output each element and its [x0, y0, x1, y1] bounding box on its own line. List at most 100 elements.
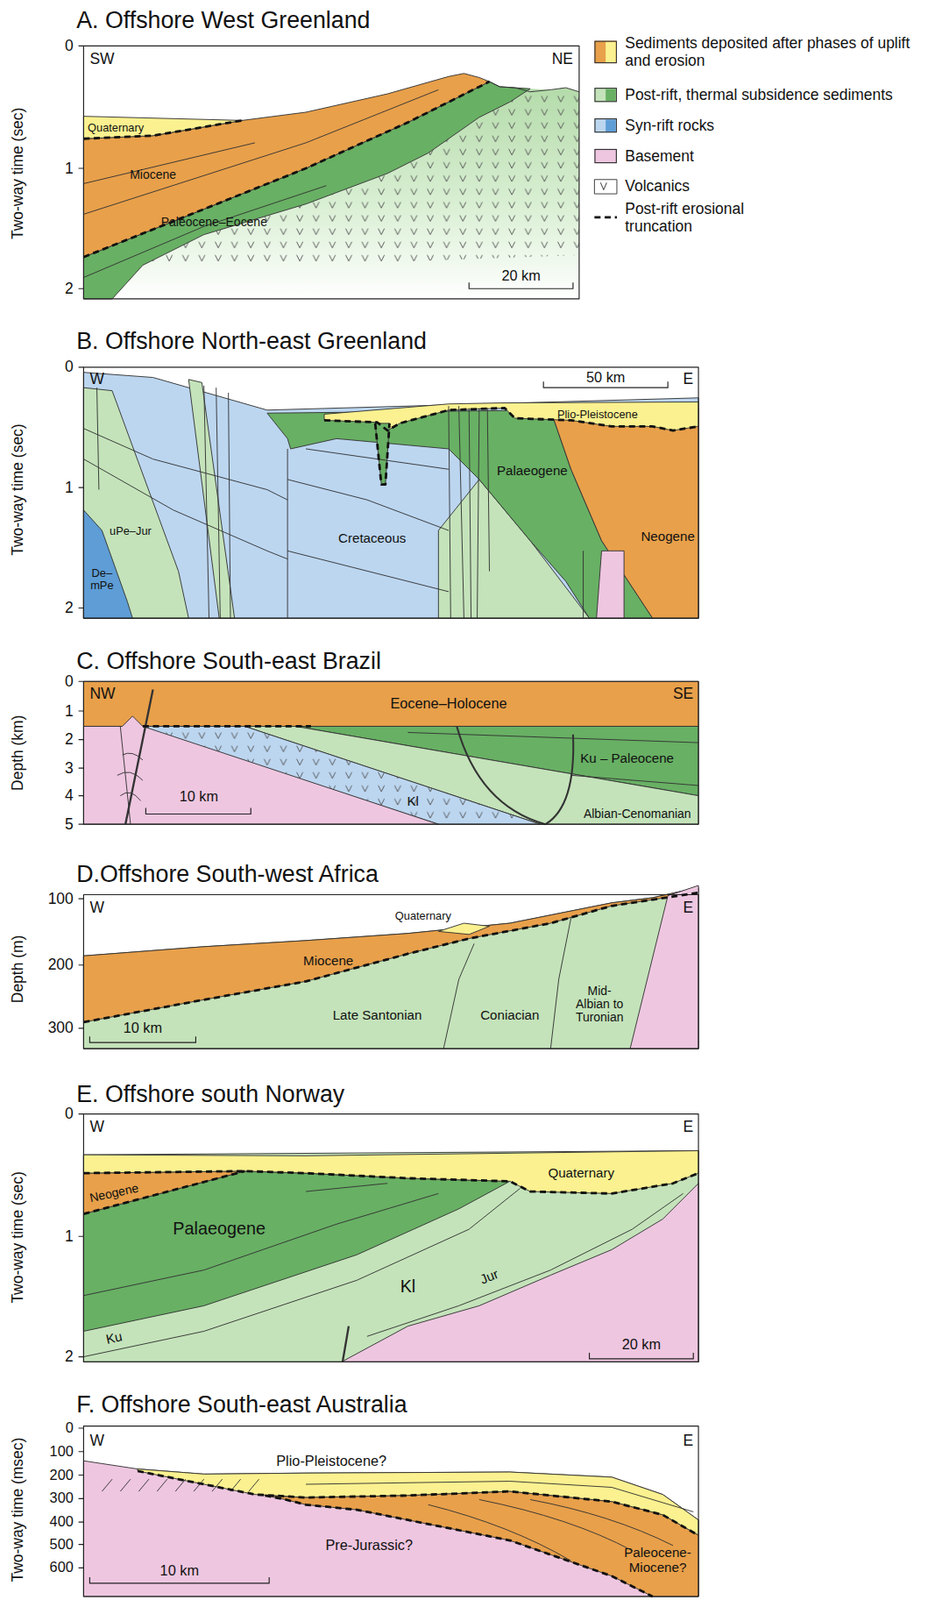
map-label: Quaternary — [87, 120, 144, 134]
map-label: De– mPe — [86, 566, 118, 592]
section-shape — [596, 550, 624, 618]
section-shape — [305, 448, 449, 469]
section-shape — [193, 1478, 205, 1491]
section-shape — [83, 1170, 245, 1214]
map-label: SE — [672, 685, 694, 702]
section-shape — [83, 45, 579, 299]
map-label: W — [89, 1430, 104, 1448]
section-shape — [443, 942, 475, 1049]
section-shape — [545, 734, 574, 824]
map-label: NE — [552, 50, 574, 68]
section-shape — [550, 917, 571, 1049]
map-label: Plio-Pleistocene? — [276, 1452, 387, 1469]
section-shape — [83, 1182, 683, 1362]
map-label: Cretaceous — [338, 531, 406, 546]
map-label: Paleocene- Miocene? — [622, 1545, 694, 1575]
section-shape — [287, 448, 289, 618]
section-shape — [83, 1150, 699, 1194]
map-label: 10 km — [160, 1562, 199, 1579]
panel-title: C. Offshore South-east Brazil — [76, 647, 382, 673]
map-label: Plio-Pleistocene — [557, 407, 638, 420]
section-shape — [120, 725, 131, 824]
panel-title: D.Offshore South-west Africa — [76, 860, 379, 886]
section-shape — [101, 1478, 259, 1491]
section-shape — [489, 81, 580, 93]
map-label: W — [89, 899, 104, 916]
map-label: 4 — [64, 786, 74, 804]
section-shape — [138, 1478, 149, 1491]
map-label: 2 — [64, 730, 74, 748]
section-shape — [101, 1478, 694, 1560]
map-label: Kl — [400, 1277, 417, 1297]
map-label: 5 — [64, 815, 74, 833]
map-label: Jur — [478, 1266, 502, 1287]
section-shape — [83, 120, 243, 139]
map-label: W — [89, 1118, 104, 1135]
legend-swatch — [594, 87, 617, 102]
section-shape — [83, 81, 699, 1596]
map-label: SW — [89, 50, 114, 68]
section-shape — [248, 1478, 260, 1491]
axis-title: Two-way time (sec) — [9, 1170, 27, 1303]
section-shape — [571, 774, 699, 786]
map-label: 1 — [64, 479, 74, 496]
section-shape — [137, 1470, 699, 1535]
section-shape — [89, 282, 694, 1583]
map-label: 0 — [64, 358, 74, 376]
map-label: Mid-Albian to Turonian — [571, 984, 629, 1025]
map-label: 2 — [64, 1347, 74, 1365]
section-shape — [216, 387, 221, 618]
section-shape — [142, 724, 312, 728]
axis-title: Depth (km) — [9, 715, 27, 791]
section-shape — [83, 1170, 245, 1214]
section-shape — [487, 407, 489, 571]
section-shape — [305, 1182, 388, 1191]
map-label: 100 — [49, 1443, 74, 1460]
legend-text: Syn-rift rocks — [624, 117, 715, 135]
section-shape — [78, 45, 699, 1596]
map-label: Late Santonian — [332, 1008, 423, 1024]
legend-text: Post-rift, thermal subsidence sediments — [624, 86, 893, 104]
legend-text: Volcanics — [624, 177, 690, 195]
map-label: 20 km — [622, 1336, 661, 1353]
section-shape — [265, 1490, 700, 1596]
map-label: Ku – Paleocene — [580, 750, 674, 766]
section-shape — [287, 479, 449, 531]
map-label: Pre-Jurassic? — [325, 1537, 413, 1553]
map-label: E — [683, 899, 695, 916]
map-label: Eocene–Holocene — [389, 695, 507, 712]
legend-swatch-half — [605, 88, 617, 101]
map-label: 600 — [49, 1558, 74, 1575]
panel-title: B. Offshore North-east Greenland — [76, 328, 427, 355]
map-label: 20 km — [501, 268, 540, 284]
section-shape — [83, 680, 699, 824]
map-label: W — [89, 370, 104, 388]
map-label: Palaeogene — [172, 1218, 266, 1239]
section-shape — [78, 45, 85, 1567]
map-label: E — [683, 370, 695, 388]
section-shape — [83, 116, 243, 140]
section-shape — [582, 550, 584, 618]
map-label: 50 km — [586, 369, 625, 386]
legend-swatch-half — [605, 119, 617, 132]
section-shape — [594, 179, 617, 194]
section-shape — [83, 142, 255, 185]
legend-text: Post-rift erosional truncation — [624, 200, 779, 234]
section-shape — [443, 917, 571, 1049]
section-shape — [83, 459, 288, 560]
map-label: Coniacian — [480, 1008, 539, 1024]
map-label: 500 — [49, 1536, 74, 1552]
axis-title: Depth (m) — [9, 935, 27, 1004]
section-shape — [83, 81, 489, 257]
section-shape — [83, 89, 439, 214]
section-shape — [468, 407, 471, 618]
map-label: E — [683, 1118, 695, 1135]
section-shape — [228, 392, 231, 618]
section-shape — [145, 807, 251, 815]
section-shape — [117, 689, 699, 825]
map-label: Quaternary — [547, 1165, 615, 1181]
section-shape — [83, 1113, 699, 1362]
section-shape — [97, 387, 100, 489]
section-shape — [156, 1478, 168, 1491]
